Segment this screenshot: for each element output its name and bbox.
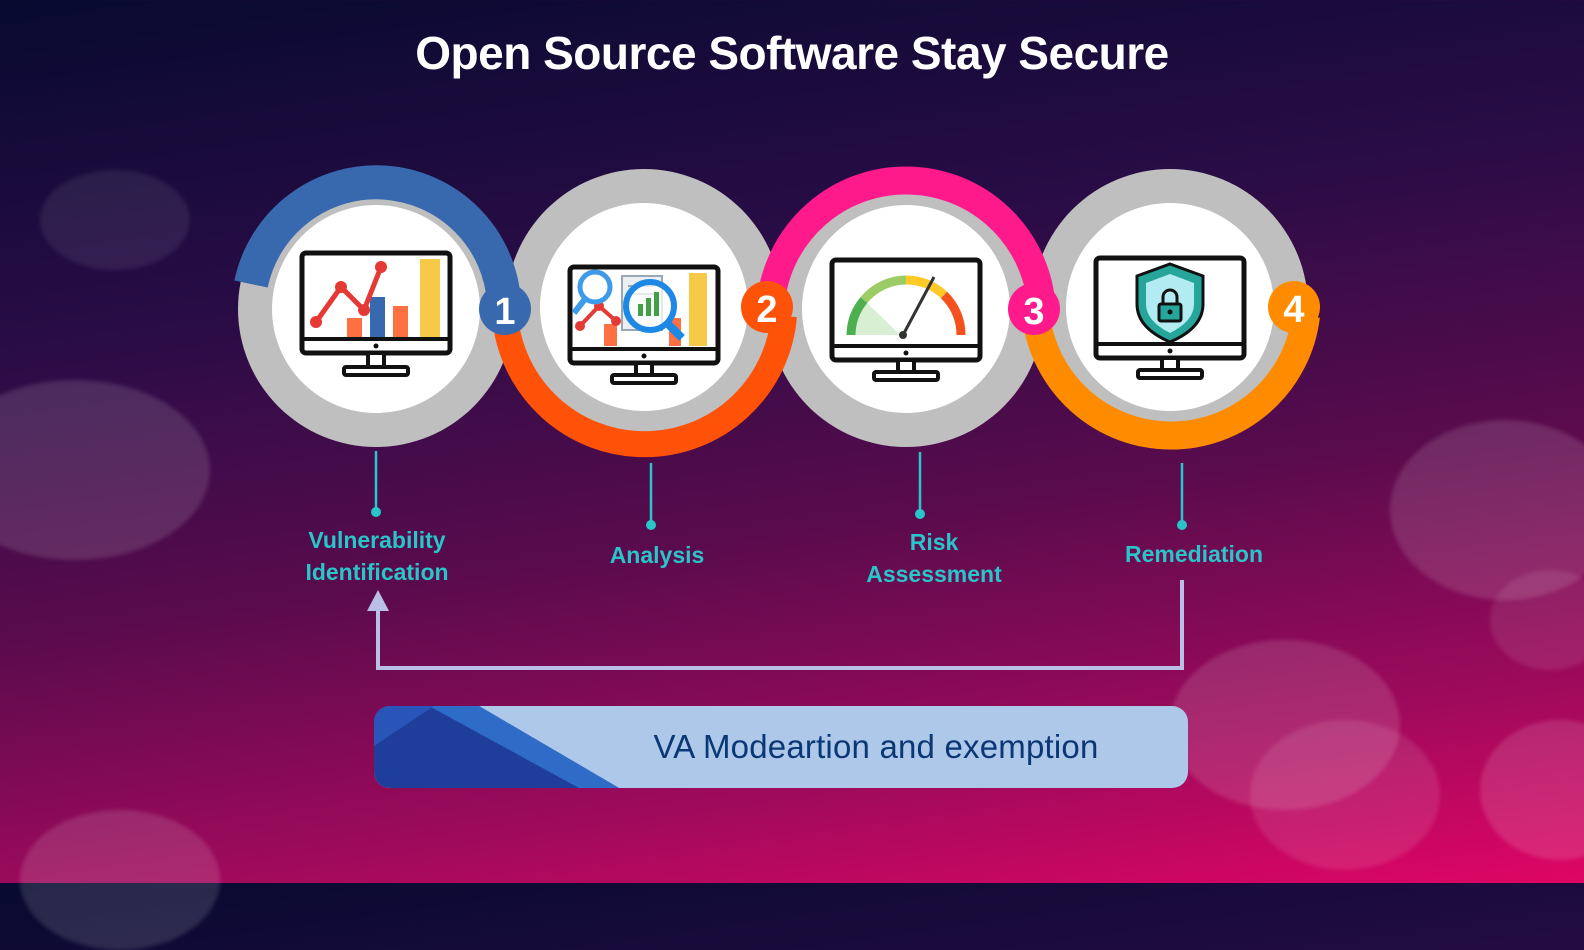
step-2-badge: 2 xyxy=(741,281,793,333)
feedback-loop-arrow xyxy=(367,580,1184,670)
step-3-badge: 3 xyxy=(1008,283,1060,335)
step-4-arc xyxy=(1022,314,1320,450)
step-3-arc xyxy=(757,166,1055,302)
step-4-number: 4 xyxy=(1283,289,1304,331)
step-2-number: 2 xyxy=(756,289,777,331)
gauge-monitor-icon xyxy=(829,257,983,382)
background-bokeh xyxy=(1490,570,1584,670)
page-title: Open Source Software Stay Secure xyxy=(415,27,1169,79)
step-3-label-line2: Assessment xyxy=(866,561,1002,587)
step-1-arc xyxy=(234,165,521,304)
moderation-banner: VA Modeartion and exemption xyxy=(374,706,1188,788)
step-3-connector xyxy=(915,452,925,519)
banner-text: VA Modeartion and exemption xyxy=(653,728,1099,765)
step-2-arc xyxy=(492,314,797,458)
background-bokeh xyxy=(1170,640,1400,810)
step-2-connector xyxy=(646,463,656,530)
background-bokeh xyxy=(1250,720,1440,870)
background-bokeh xyxy=(1390,420,1584,600)
magnifier-report-monitor-icon xyxy=(567,264,721,385)
process-diagram: 1 2 3 4 xyxy=(234,165,1320,670)
background-bokeh xyxy=(40,170,190,270)
banner-shape xyxy=(374,706,1188,788)
step-1-number: 1 xyxy=(494,291,515,333)
step-3-label-line1: Risk xyxy=(909,529,959,555)
step-3-label: Risk Assessment xyxy=(814,526,1054,590)
step-2-label-line1: Analysis xyxy=(609,542,705,568)
step-2-label: Analysis xyxy=(537,539,777,571)
step-4-connector xyxy=(1177,463,1187,530)
step-4-badge: 4 xyxy=(1268,281,1320,333)
step-4-label-line1: Remediation xyxy=(1124,541,1264,567)
step-1-label-line2: Identification xyxy=(305,559,449,585)
step-1-connector xyxy=(371,451,381,517)
shield-lock-monitor-icon xyxy=(1093,255,1247,380)
background-bokeh xyxy=(0,380,210,560)
step-1-label: Vulnerability Identification xyxy=(257,524,497,588)
step-1-badge: 1 xyxy=(479,283,531,335)
step-1-label-line1: Vulnerability xyxy=(308,527,446,553)
step-4-label: Remediation xyxy=(1074,538,1314,570)
step-3-number: 3 xyxy=(1023,291,1044,333)
analytics-chart-monitor-icon xyxy=(299,250,453,377)
